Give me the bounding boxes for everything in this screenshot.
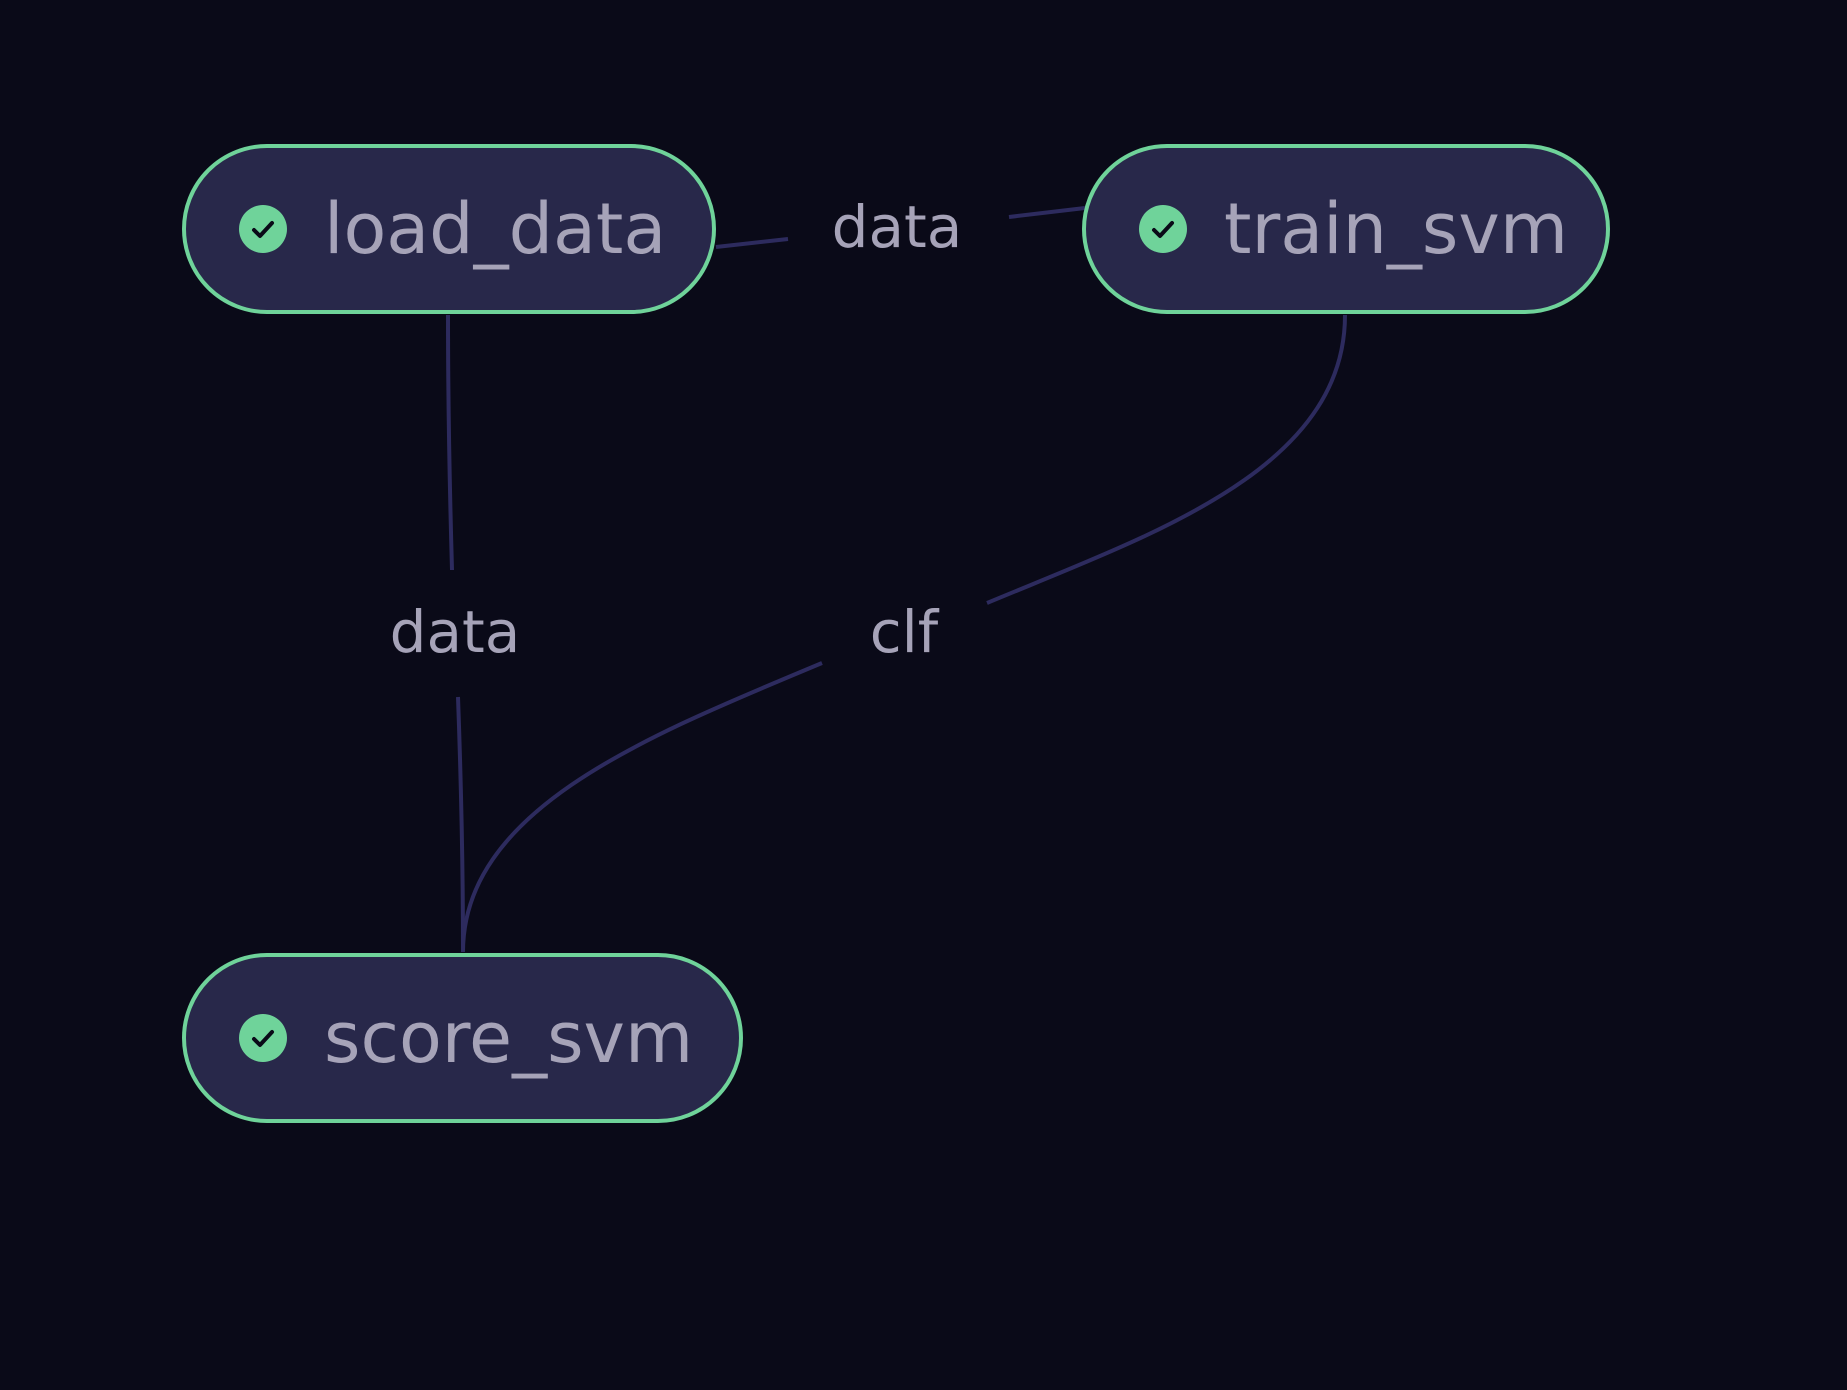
edge-label-data: data	[389, 598, 521, 666]
edge-label-data: data	[831, 193, 963, 261]
edge-train-svm-to-score-svm	[986, 314, 1347, 605]
edge-label-clf: clf	[869, 598, 939, 666]
node-label: load_data	[324, 188, 667, 270]
check-circle-icon	[239, 205, 287, 253]
edge-load-data-to-train-svm	[715, 237, 789, 249]
check-circle-icon	[1139, 205, 1187, 253]
edge-load-data-to-score-svm	[456, 696, 465, 953]
node-train-svm[interactable]: train_svm	[1082, 144, 1610, 314]
node-load-data[interactable]: load_data	[182, 144, 716, 314]
check-circle-icon	[239, 1014, 287, 1062]
node-label: train_svm	[1224, 188, 1569, 270]
node-label: score_svm	[324, 997, 694, 1079]
node-score-svm[interactable]: score_svm	[182, 953, 743, 1123]
edge-load-data-to-train-svm	[1008, 206, 1086, 219]
edge-train-svm-to-score-svm	[461, 661, 823, 953]
edge-load-data-to-score-svm	[446, 314, 454, 571]
